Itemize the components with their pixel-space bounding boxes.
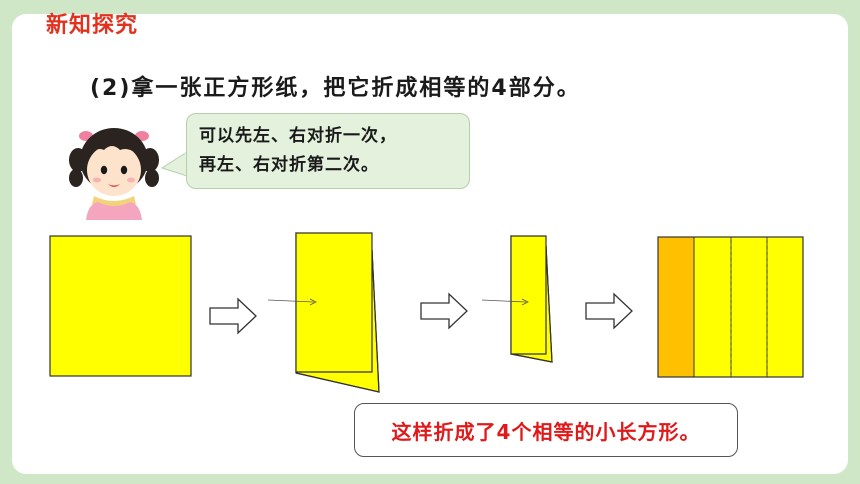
part-1-highlight [657, 236, 695, 378]
folded-twice-front [510, 235, 547, 355]
square-paper [49, 235, 192, 377]
section-title: 新知探究 [46, 13, 139, 38]
part-3 [730, 236, 768, 378]
part-2 [693, 236, 732, 378]
bubble-line-1: 可以先左、右对折一次， [199, 126, 397, 146]
folded-once-front [295, 232, 373, 373]
fold-direction-line [481, 299, 527, 303]
right-arrow-icon [209, 297, 257, 335]
speech-bubble: 可以先左、右对折一次， 再左、右对折第二次。 [186, 113, 470, 189]
right-arrow-icon [585, 292, 633, 330]
part-4 [766, 236, 804, 378]
right-arrow-icon [420, 292, 468, 330]
bubble-line-2: 再左、右对折第二次。 [199, 155, 379, 175]
girl-avatar [69, 128, 159, 220]
fold-direction-line [267, 299, 315, 303]
result-box: 这样折成了4个相等的小长方形。 [354, 403, 738, 457]
question-text: (2)拿一张正方形纸，把它折成相等的4部分。 [90, 76, 581, 101]
